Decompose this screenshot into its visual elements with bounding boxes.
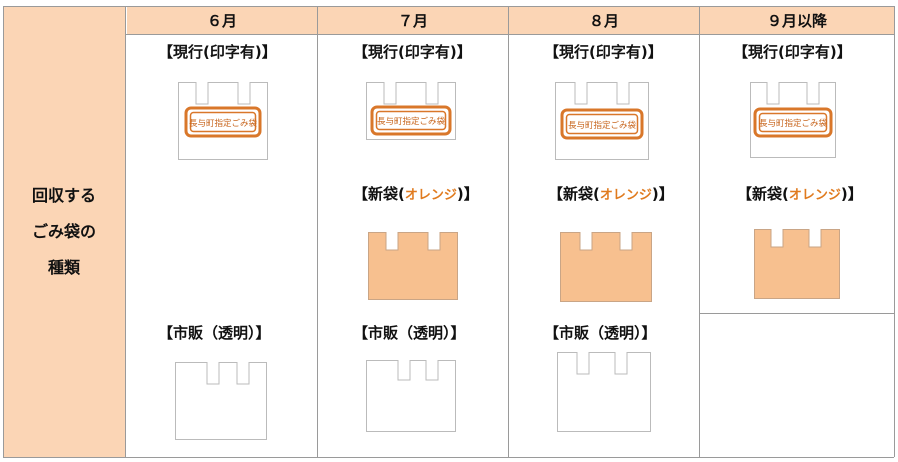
bag-new-september	[754, 229, 840, 303]
bag-new-july	[368, 232, 458, 304]
bag-current-september: 長与町指定ごみ袋	[750, 82, 836, 162]
bag-print-july: 長与町指定ごみ袋	[377, 116, 446, 127]
bag-current-june: 長与町指定ごみ袋	[178, 82, 268, 164]
bag-print-june: 長与町指定ごみ袋	[189, 118, 258, 129]
col-header-july: ７月	[318, 6, 508, 34]
label-market-august: 【市販（透明）】	[544, 324, 657, 342]
label-current-september: 【現行(印字有)】	[733, 43, 852, 61]
col-header-june: ６月	[127, 6, 317, 34]
label-market-july: 【市販（透明）】	[353, 324, 466, 342]
label-new-august: 【新袋(オレンジ)】	[548, 185, 674, 203]
label-new-september: 【新袋(オレンジ)】	[737, 185, 863, 203]
bag-current-july: 長与町指定ごみ袋	[366, 82, 456, 144]
bag-print-september: 長与町指定ごみ袋	[759, 118, 828, 129]
label-new-july: 【新袋(オレンジ)】	[353, 185, 479, 203]
row-header-text: 回収する ごみ袋の 種類	[31, 185, 96, 277]
bag-market-july	[366, 360, 456, 436]
row-header: 回収する ごみ袋の 種類	[3, 6, 126, 457]
label-current-july: 【現行(印字有)】	[353, 43, 472, 61]
bag-print-august: 長与町指定ごみ袋	[568, 120, 637, 131]
label-market-june: 【市販（透明）】	[158, 324, 271, 342]
col-header-august: ８月	[509, 6, 699, 34]
bag-market-august	[557, 352, 651, 436]
label-current-august: 【現行(印字有)】	[544, 43, 663, 61]
label-current-june: 【現行(印字有)】	[158, 43, 277, 61]
bag-current-august: 長与町指定ごみ袋	[555, 82, 649, 164]
bag-new-august	[560, 232, 652, 306]
col-header-september-onward: ９月以降	[700, 6, 894, 34]
bag-market-june	[175, 362, 267, 444]
